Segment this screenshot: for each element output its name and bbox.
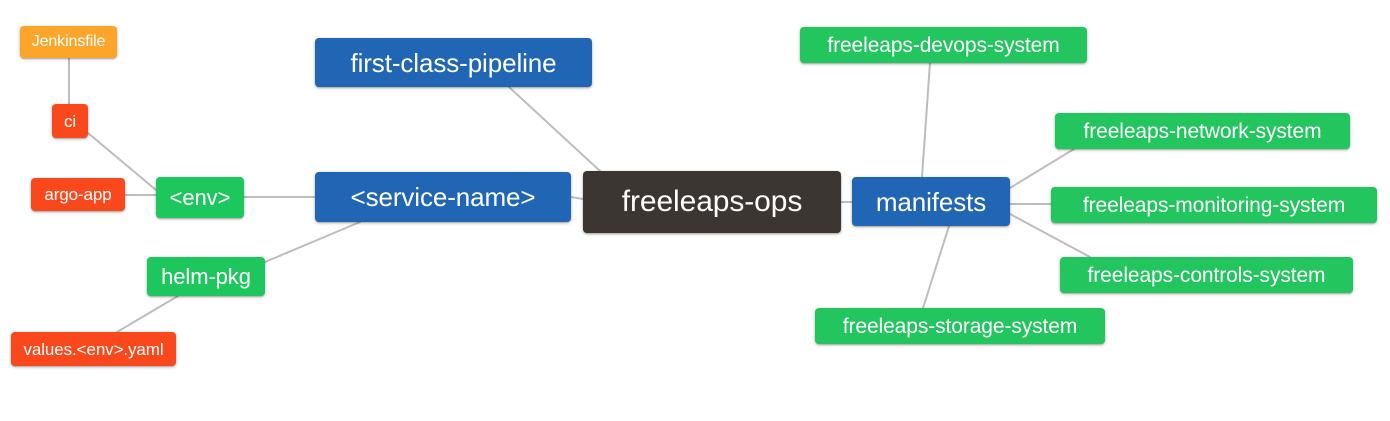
edge-service-name-to-helm-pkg bbox=[264, 221, 361, 263]
node-manifests[interactable]: manifests bbox=[852, 177, 1010, 226]
node-freeleaps-monitoring-system[interactable]: freeleaps-monitoring-system bbox=[1051, 187, 1377, 223]
edge-helm-pkg-to-values-env-yaml bbox=[116, 295, 179, 333]
node-label-values-env-yaml: values.<env>.yaml bbox=[23, 339, 164, 359]
node-label-env: <env> bbox=[169, 184, 231, 210]
node-jenkinsfile[interactable]: Jenkinsfile bbox=[20, 26, 117, 58]
node-env[interactable]: <env> bbox=[156, 177, 244, 218]
node-helm-pkg[interactable]: helm-pkg bbox=[147, 257, 265, 296]
edge-manifests-to-freeleaps-devops-system bbox=[921, 62, 931, 178]
edge-freeleaps-ops-to-service-name bbox=[570, 196, 584, 200]
node-label-freeleaps-network-system: freeleaps-network-system bbox=[1083, 119, 1322, 143]
node-freeleaps-devops-system[interactable]: freeleaps-devops-system bbox=[800, 27, 1087, 63]
node-argo-app[interactable]: argo-app bbox=[31, 178, 125, 211]
edge-freeleaps-ops-to-first-class-pipeline bbox=[508, 86, 601, 172]
node-label-helm-pkg: helm-pkg bbox=[161, 263, 251, 289]
node-label-freeleaps-monitoring-system: freeleaps-monitoring-system bbox=[1082, 193, 1346, 217]
node-label-service-name: <service-name> bbox=[350, 182, 536, 212]
node-label-freeleaps-storage-system: freeleaps-storage-system bbox=[842, 314, 1078, 338]
node-label-freeleaps-controls-system: freeleaps-controls-system bbox=[1087, 263, 1326, 287]
node-label-manifests: manifests bbox=[875, 186, 987, 217]
node-service-name[interactable]: <service-name> bbox=[315, 172, 571, 222]
node-label-ci: ci bbox=[63, 111, 77, 131]
node-label-jenkinsfile: Jenkinsfile bbox=[31, 33, 106, 50]
node-first-class-pipeline[interactable]: first-class-pipeline bbox=[315, 38, 592, 87]
node-label-first-class-pipeline: first-class-pipeline bbox=[350, 47, 557, 78]
node-freeleaps-storage-system[interactable]: freeleaps-storage-system bbox=[815, 308, 1105, 344]
node-freeleaps-network-system[interactable]: freeleaps-network-system bbox=[1055, 113, 1350, 149]
node-values-env-yaml[interactable]: values.<env>.yaml bbox=[11, 332, 176, 366]
node-label-freeleaps-devops-system: freeleaps-devops-system bbox=[827, 33, 1060, 57]
node-label-argo-app: argo-app bbox=[44, 185, 112, 204]
node-freeleaps-ops[interactable]: freeleaps-ops bbox=[583, 171, 841, 233]
node-freeleaps-controls-system[interactable]: freeleaps-controls-system bbox=[1060, 257, 1353, 293]
node-ci[interactable]: ci bbox=[52, 104, 88, 138]
node-label-freeleaps-ops: freeleaps-ops bbox=[621, 185, 803, 218]
edge-manifests-to-freeleaps-storage-system bbox=[922, 225, 950, 309]
edge-manifests-to-freeleaps-network-system bbox=[1009, 148, 1075, 189]
